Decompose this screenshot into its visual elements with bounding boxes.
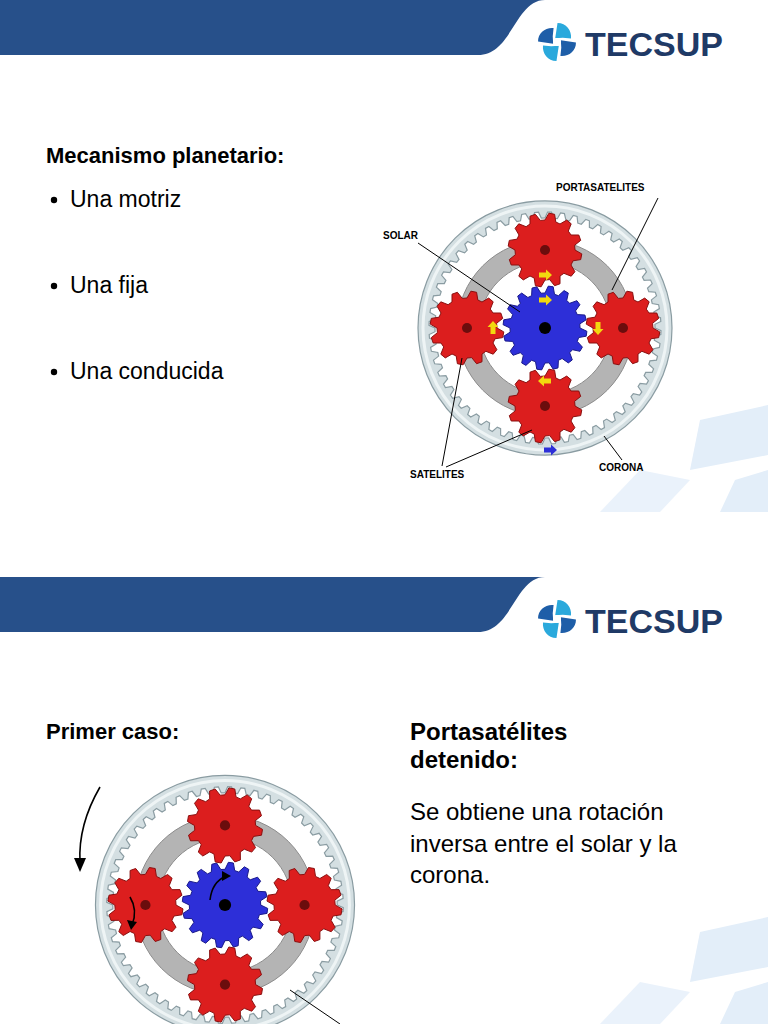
bullet-text: Una fija bbox=[70, 272, 148, 298]
rotation-arrow bbox=[74, 787, 231, 930]
rotation-arrow bbox=[488, 321, 499, 334]
bullet-text: Una motriz bbox=[70, 186, 181, 212]
planet-gear bbox=[586, 291, 660, 365]
part-label: PORTASATELITES bbox=[556, 182, 645, 194]
bullet-text: Una conducida bbox=[70, 358, 223, 384]
leader-line bbox=[290, 990, 340, 1024]
rotation-arrow bbox=[593, 322, 604, 335]
logo-text: TECSUP bbox=[585, 602, 723, 641]
ring-gear bbox=[95, 775, 354, 1024]
bullet-dot bbox=[51, 197, 57, 203]
case-text: Se obtiene una rotación inversa entre el… bbox=[410, 796, 720, 891]
watermark-shape bbox=[600, 917, 768, 1024]
rotation-arrow bbox=[538, 376, 551, 387]
bullet-dot bbox=[51, 283, 57, 289]
rotation-arrow bbox=[544, 445, 557, 456]
header-bar bbox=[0, 0, 577, 62]
rotation-arrow bbox=[539, 270, 552, 281]
logo-icon bbox=[537, 22, 577, 62]
leader-line bbox=[418, 198, 658, 467]
slide-heading: Primer caso: bbox=[46, 719, 179, 744]
planet-gear bbox=[108, 868, 183, 943]
rotation-arrow bbox=[539, 295, 552, 306]
ring-gear bbox=[418, 201, 672, 455]
part-label: CORONA bbox=[599, 462, 643, 474]
logo-text: TECSUP bbox=[585, 25, 723, 64]
planet-gear bbox=[508, 213, 582, 287]
part-label: SATELITES bbox=[410, 469, 464, 481]
planetary-gearset bbox=[418, 201, 672, 456]
planetary-gearset bbox=[95, 775, 354, 1024]
header-bar bbox=[0, 577, 577, 639]
bullet-dot bbox=[51, 369, 57, 375]
sun-gear bbox=[182, 862, 267, 947]
case-heading: Portasatélites detenido: bbox=[410, 718, 680, 773]
planet-gear bbox=[188, 788, 263, 863]
part-label: SOLAR bbox=[383, 230, 418, 242]
planet-gear bbox=[430, 291, 504, 365]
slide-title: Mecanismo planetario: bbox=[46, 143, 284, 168]
planet-gear bbox=[508, 369, 582, 443]
sun-gear bbox=[503, 286, 587, 370]
logo-icon bbox=[537, 599, 577, 639]
planet-gear bbox=[188, 947, 263, 1022]
planet-gear bbox=[267, 868, 342, 943]
